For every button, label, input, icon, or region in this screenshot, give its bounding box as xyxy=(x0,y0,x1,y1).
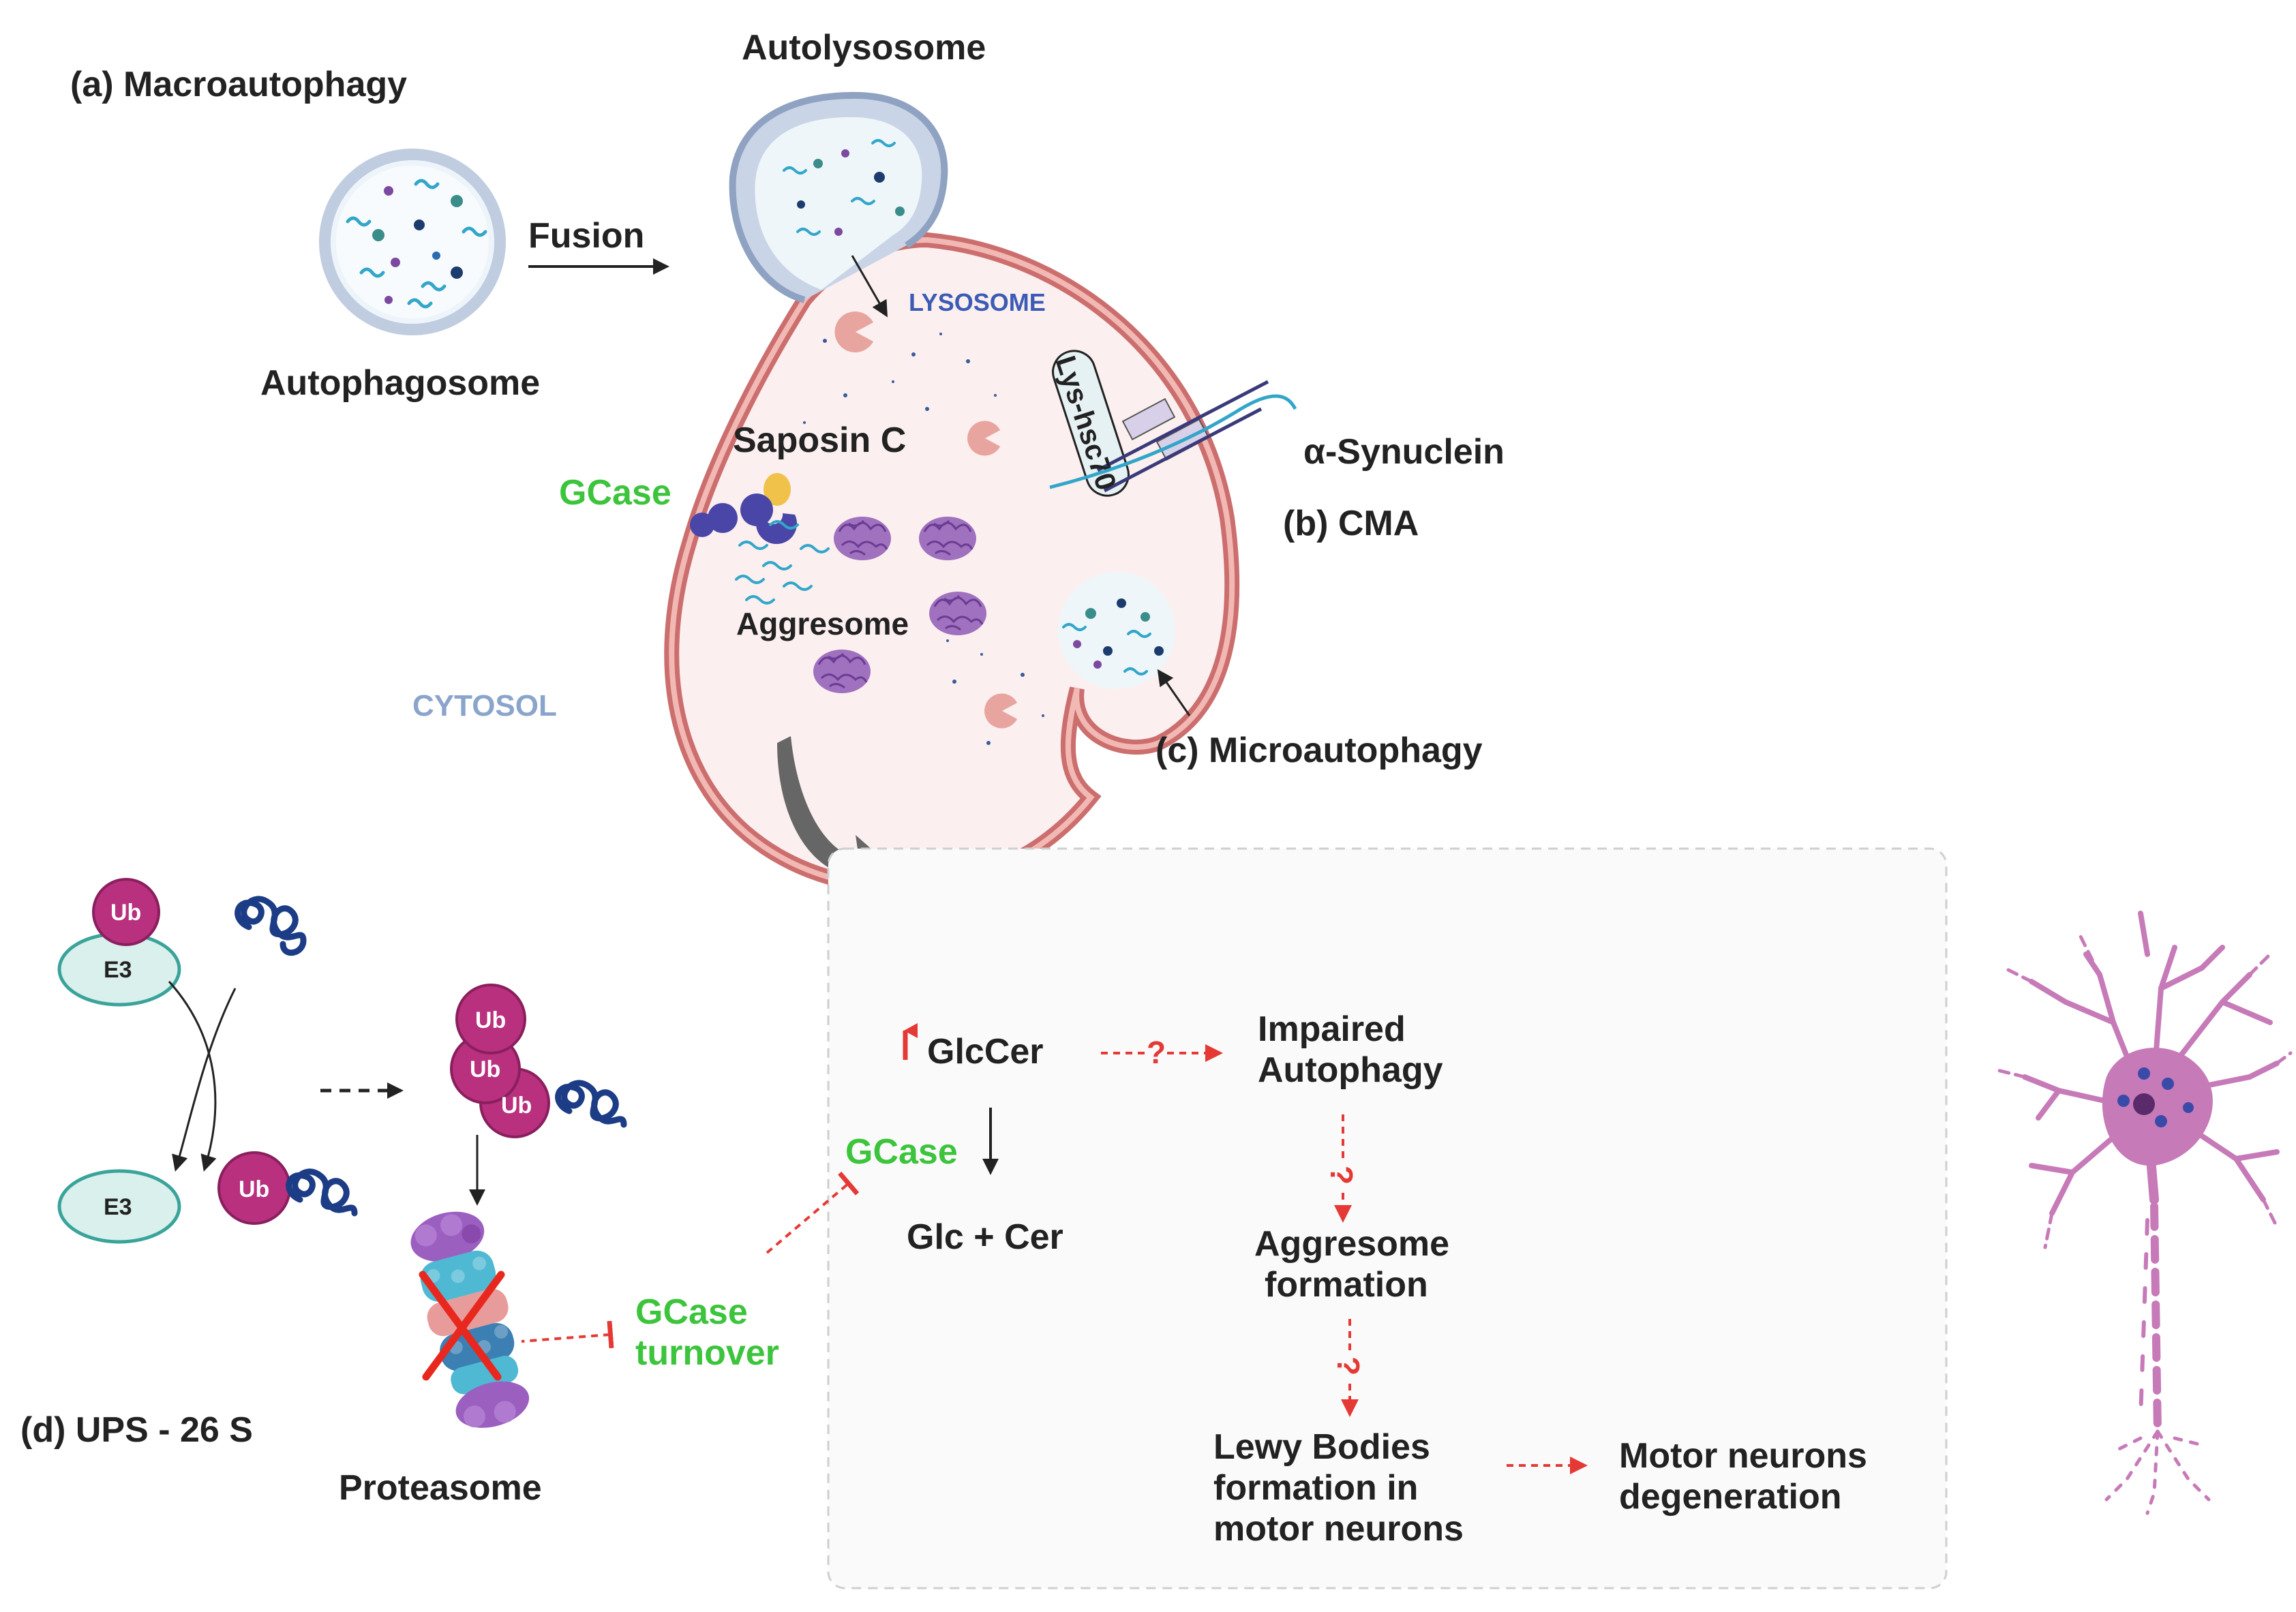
macroautophagy-label: (a) Macroautophagy xyxy=(70,65,407,104)
polyubiquitin-chain xyxy=(450,984,627,1138)
gcase-pathway-label: GCase xyxy=(845,1132,958,1172)
ub-label-chain-3: Ub xyxy=(501,1093,532,1119)
cargo-entry-arrow xyxy=(851,255,888,318)
question-mark-3: ? xyxy=(1331,1356,1366,1375)
gcase-turnover-line2: turnover xyxy=(635,1333,779,1373)
ubiquitination-curve-2 xyxy=(172,988,237,1172)
ubiquitin-e3-complex-top xyxy=(57,878,181,1007)
glc-cer-label: Glc + Cer xyxy=(907,1217,1063,1257)
ubiquitination-curve-1 xyxy=(168,980,217,1172)
lewy-bodies-line3: motor neurons xyxy=(1213,1509,1464,1549)
e3-label-bottom: E3 xyxy=(104,1194,132,1220)
ubiquitinated-substrate xyxy=(217,1151,358,1225)
e3-label-top: E3 xyxy=(104,957,132,983)
alpha-synuclein-label: α-Synuclein xyxy=(1303,432,1505,472)
aggresome-formation-line2: formation xyxy=(1265,1265,1428,1305)
autophagosome xyxy=(319,149,506,335)
proteasome-26s xyxy=(410,1211,530,1428)
lewy-bodies-line1: Lewy Bodies xyxy=(1213,1427,1430,1467)
neuron-soma xyxy=(2102,1048,2213,1166)
gcase-turnover-inhibits-proteasome xyxy=(521,1320,614,1349)
ub-label-chain-2: Ub xyxy=(470,1056,500,1082)
fusion-label: Fusion xyxy=(528,216,644,256)
glccer-label: GlcCer xyxy=(927,1032,1044,1071)
lysosome-membrane xyxy=(664,232,1240,895)
lys-hsc70-receptor xyxy=(1052,350,1269,497)
gcase-turnover-inhibits-gcase xyxy=(766,1171,860,1254)
motor-neurons-line2: degeneration xyxy=(1619,1477,1842,1517)
question-mark-2: ? xyxy=(1324,1166,1359,1185)
motor-neuron-illustration xyxy=(1995,911,2293,1515)
gcase-turnover-line1: GCase xyxy=(635,1292,748,1332)
lysosome xyxy=(664,232,1240,895)
cytosol-label: CYTOSOL xyxy=(412,689,557,723)
lysosome-label: LYSOSOME xyxy=(909,288,1046,316)
peptide-fragments xyxy=(803,333,1044,745)
aggresome-label: Aggresome xyxy=(736,606,909,641)
e3-free xyxy=(57,1169,181,1244)
impaired-autophagy-line1: Impaired xyxy=(1258,1009,1406,1049)
autolysosome xyxy=(729,91,948,303)
substrate-protein-top xyxy=(235,896,307,956)
microautophagy-label: (c) Microautophagy xyxy=(1155,731,1483,770)
ub-label-substrate: Ub xyxy=(239,1176,269,1202)
saposin-c-label: Saposin C xyxy=(733,421,906,460)
pathway-box xyxy=(827,847,1948,1590)
lewy-bodies-line2: formation in xyxy=(1213,1468,1418,1508)
alpha-synuclein-strand xyxy=(1049,394,1297,489)
gcase-lysosome-label: GCase xyxy=(559,473,671,513)
gcase-saposin-complex xyxy=(690,473,798,545)
question-mark-1: ? xyxy=(1147,1035,1166,1070)
proteasome-inhibited-x-icon xyxy=(419,1271,505,1381)
aggresome-formation-line1: Aggresome xyxy=(1254,1224,1449,1264)
autolysosome-label: Autolysosome xyxy=(742,28,986,67)
impaired-autophagy-line2: Autophagy xyxy=(1258,1050,1443,1090)
ub-label-chain-1: Ub xyxy=(475,1007,506,1033)
ups-label: (d) UPS - 26 S xyxy=(20,1410,253,1450)
cma-label: (b) CMA xyxy=(1283,504,1419,543)
autolysosome-cargo xyxy=(783,139,905,236)
autophagosome-label: Autophagosome xyxy=(260,363,540,403)
ub-label-top: Ub xyxy=(110,900,141,926)
microautophagy-vesicle xyxy=(1058,572,1175,689)
microautophagy-arrow xyxy=(1157,669,1191,716)
motor-neurons-line1: Motor neurons xyxy=(1619,1436,1867,1476)
autophagosome-cargo xyxy=(346,179,487,309)
proteasome-label: Proteasome xyxy=(339,1468,542,1508)
